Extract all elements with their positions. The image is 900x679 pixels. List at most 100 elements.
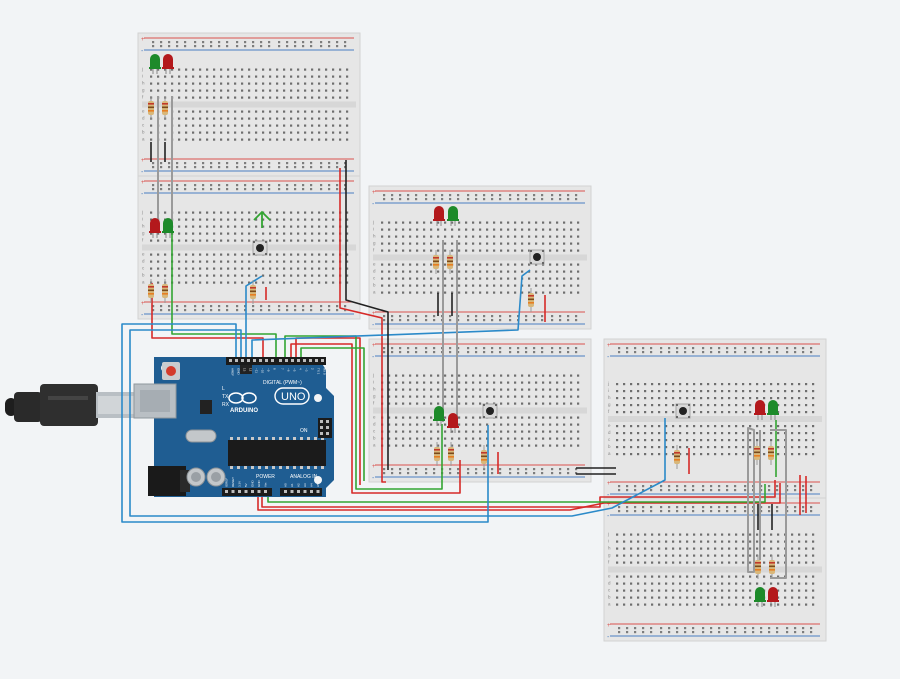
- header-pin[interactable]: [259, 359, 262, 362]
- led-icon[interactable]: [767, 400, 779, 420]
- header-pin[interactable]: [241, 359, 244, 362]
- pushbutton-icon[interactable]: [252, 240, 268, 256]
- header-pin[interactable]: [315, 359, 318, 362]
- header-pin[interactable]: [235, 359, 238, 362]
- row-letter: a: [142, 280, 145, 285]
- resistor-icon[interactable]: [448, 442, 454, 466]
- resistor-icon[interactable]: [447, 250, 453, 274]
- header-pin[interactable]: [303, 490, 307, 493]
- header-pin[interactable]: [297, 359, 300, 362]
- pin-label: 7: [281, 368, 285, 370]
- resistor-icon[interactable]: [148, 279, 154, 303]
- resistor-icon[interactable]: [148, 96, 154, 120]
- resistor-icon[interactable]: [434, 442, 440, 466]
- led-icon[interactable]: [162, 218, 174, 238]
- led-icon[interactable]: [149, 218, 161, 238]
- resistor-icon[interactable]: [162, 96, 168, 120]
- header-pin[interactable]: [310, 490, 313, 493]
- led-icon[interactable]: [162, 54, 174, 74]
- header-pin[interactable]: [284, 490, 287, 493]
- resistor-icon[interactable]: [769, 555, 775, 579]
- header-pin[interactable]: [290, 490, 294, 493]
- resistor-icon[interactable]: [481, 445, 487, 469]
- header-pin[interactable]: [238, 490, 241, 493]
- row-letter: i: [142, 217, 143, 222]
- header-pin[interactable]: [225, 490, 228, 493]
- header-pin[interactable]: [244, 490, 248, 493]
- pin-label: 12: [249, 368, 253, 372]
- pushbutton-icon[interactable]: [675, 403, 691, 419]
- rail-minus-label: -: [372, 201, 375, 208]
- rail-plus-label: +: [141, 180, 145, 186]
- wire-blue[interactable]: [251, 269, 531, 357]
- resistor-icon[interactable]: [433, 250, 439, 274]
- header-pin[interactable]: [321, 359, 324, 362]
- row-letter: e: [373, 262, 376, 267]
- row-letter: a: [373, 443, 376, 448]
- wire-red[interactable]: [339, 168, 386, 483]
- wire-gray[interactable]: [747, 427, 755, 573]
- resistor-icon[interactable]: [528, 288, 534, 312]
- uno-badge: UNO: [274, 387, 310, 405]
- header-pin[interactable]: [251, 490, 254, 493]
- header-pin[interactable]: [231, 490, 235, 493]
- header-pin[interactable]: [253, 359, 256, 362]
- row-letter: i: [608, 539, 609, 544]
- rx-label: RX: [222, 402, 230, 408]
- row-letter: b: [142, 273, 145, 278]
- led-icon[interactable]: [447, 206, 459, 226]
- wire-black[interactable]: [345, 160, 389, 470]
- power-jack: [148, 466, 186, 496]
- led-icon[interactable]: [433, 406, 445, 426]
- arduino-uno[interactable]: TX RX L ON ARDUINO UNO DIGITAL (PWM~) PO…: [5, 357, 334, 497]
- led-icon[interactable]: [433, 206, 445, 226]
- header-pin[interactable]: [309, 359, 312, 362]
- wire-green[interactable]: [171, 233, 277, 357]
- header-pin[interactable]: [279, 359, 282, 362]
- led-icon[interactable]: [754, 400, 766, 420]
- header-pin[interactable]: [247, 359, 250, 362]
- pin-label: RX 0: [323, 368, 327, 375]
- led-icon[interactable]: [149, 54, 161, 74]
- header-pin[interactable]: [271, 359, 274, 362]
- pushbutton-icon[interactable]: [482, 403, 498, 419]
- wire-blue[interactable]: [129, 329, 666, 517]
- row-letter: c: [142, 123, 145, 128]
- pin-label: ~10: [261, 368, 265, 373]
- breadboards: +-+-jihgfedcba+-+-jihgfedcba+-+-jihgfedc…: [137, 32, 827, 642]
- header-pin[interactable]: [264, 490, 267, 493]
- header-pin[interactable]: [291, 359, 294, 362]
- led-icon[interactable]: [754, 587, 766, 607]
- wire-red[interactable]: [295, 337, 361, 485]
- pin-label: Vin: [264, 482, 268, 487]
- pin-label: A4: [310, 483, 314, 487]
- resistor-icon[interactable]: [674, 445, 680, 469]
- wire-green[interactable]: [267, 484, 766, 503]
- resistor-icon[interactable]: [162, 279, 168, 303]
- header-pin[interactable]: [265, 359, 268, 362]
- led-icon[interactable]: [767, 587, 779, 607]
- resistor-icon[interactable]: [755, 555, 761, 579]
- header-pin[interactable]: [297, 490, 300, 493]
- resistor-icon[interactable]: [754, 441, 760, 465]
- led-icon[interactable]: [447, 413, 459, 433]
- header-pin[interactable]: [285, 359, 288, 362]
- resistor-icon[interactable]: [250, 280, 256, 304]
- header-pin[interactable]: [316, 490, 320, 493]
- header-pin[interactable]: [257, 490, 261, 493]
- power-label: POWER: [256, 474, 275, 480]
- pushbutton-icon[interactable]: [529, 249, 545, 265]
- wire-red[interactable]: [290, 343, 461, 494]
- row-letter: h: [373, 234, 376, 239]
- resistor-icon[interactable]: [768, 441, 774, 465]
- header-pin[interactable]: [303, 359, 306, 362]
- wire-blue[interactable]: [245, 275, 263, 357]
- wire-red[interactable]: [151, 283, 264, 357]
- wire-gray[interactable]: [770, 429, 787, 579]
- pin-label: AREF: [231, 368, 235, 376]
- svg-text:UNO: UNO: [281, 391, 306, 403]
- pin-label: 3.3V: [238, 481, 242, 487]
- header-pin[interactable]: [229, 359, 232, 362]
- wire-green[interactable]: [300, 347, 365, 481]
